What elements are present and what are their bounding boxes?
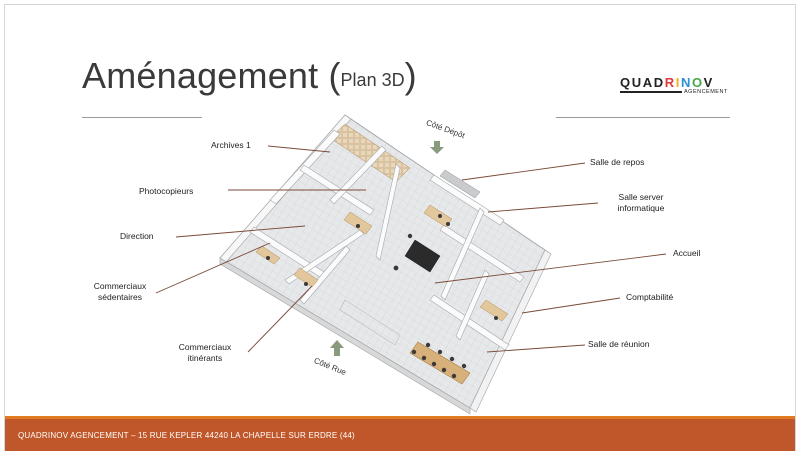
label-commerciaux-itinerants-line1: Commerciaux: [178, 342, 232, 352]
footer-bar: QUADRINOV AGENCEMENT – 15 RUE KEPLER 442…: [5, 416, 795, 451]
slide-title: Aménagement (Plan 3D): [82, 58, 417, 94]
label-commerciaux-sedentaires-line1: Commerciaux: [93, 281, 147, 291]
title-main: Aménagement: [82, 55, 329, 96]
outer-wall-right: [469, 249, 552, 413]
label-archives: Archives 1: [211, 140, 251, 150]
chairs: [266, 214, 498, 379]
title-open-paren: (: [328, 55, 341, 96]
interior-partitions: [249, 129, 525, 351]
label-salle-reunion: Salle de réunion: [588, 339, 650, 349]
logo-letter: N: [680, 75, 692, 90]
logo-letter: O: [691, 75, 704, 90]
logo-tagline: AGENCEMENT: [684, 89, 728, 95]
cote-depot-arrow-icon: [430, 141, 444, 154]
logo-letter: Q: [620, 75, 632, 90]
kitchen-counter: [439, 169, 481, 199]
logo-letter: R: [664, 75, 676, 90]
logo-letter: A: [642, 75, 654, 90]
quadrinov-logo: QUADRINOV AGENCEMENT: [620, 76, 728, 100]
title-subtitle: Plan 3D: [340, 70, 405, 90]
outer-wall-front: [219, 257, 471, 415]
label-salle-server: Salle server informatique: [606, 192, 676, 214]
logo-letter: V: [703, 75, 714, 90]
logo-letter: I: [675, 75, 681, 90]
logo-wordmark: QUADRINOV: [620, 76, 728, 89]
label-direction: Direction: [120, 231, 154, 241]
label-commerciaux-itinerants-line2: itinérants: [187, 353, 223, 363]
archives-shelves: [329, 123, 411, 183]
title-rule-left: [82, 117, 202, 118]
title-rule-right: [556, 117, 730, 118]
cote-rue-arrow-icon: [330, 340, 344, 356]
leader-lines: [155, 145, 667, 353]
label-comptabilite: Comptabilité: [626, 292, 674, 302]
logo-underline: [620, 91, 682, 93]
label-commerciaux-sedentaires-line2: sédentaires: [98, 292, 142, 302]
front-corridor: [339, 299, 401, 346]
footer-address: QUADRINOV AGENCEMENT – 15 RUE KEPLER 442…: [18, 431, 355, 440]
reception-counter: [404, 239, 441, 273]
label-commerciaux-itinerants: Commerciaux itinérants: [172, 342, 238, 364]
label-salle-server-line1: Salle server: [618, 192, 664, 202]
label-accueil: Accueil: [673, 248, 701, 258]
title-close-paren: ): [404, 55, 417, 96]
logo-letter: D: [653, 75, 665, 90]
label-photocopieurs: Photocopieurs: [139, 186, 194, 196]
label-salle-repos: Salle de repos: [590, 157, 645, 167]
logo-letter: U: [631, 75, 643, 90]
label-salle-server-line2: informatique: [617, 203, 665, 213]
meeting-table: [409, 341, 471, 385]
label-commerciaux-sedentaires: Commerciaux sédentaires: [87, 281, 153, 303]
